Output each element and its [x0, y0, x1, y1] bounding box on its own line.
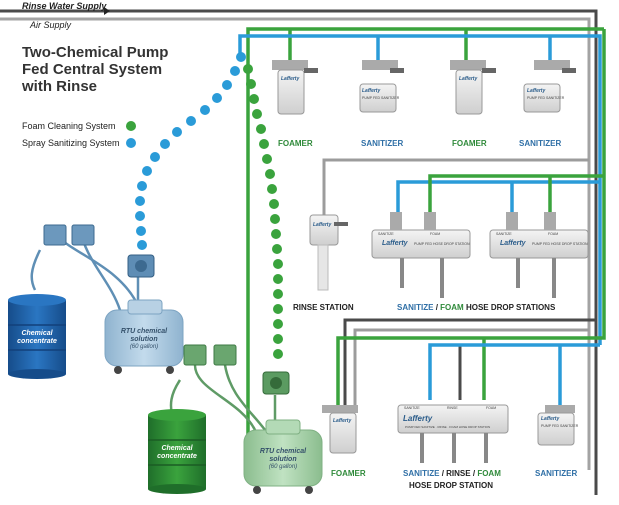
small-unit-text-2: PUMP FED SANITIZER: [527, 96, 565, 100]
small-unit-text-1: PUMP FED SANITIZER: [362, 96, 400, 100]
brand-foamer-3: Lafferty: [333, 418, 352, 424]
hose-drop-1-header-foam: FOAM: [430, 232, 441, 236]
sanitize-manifold-row2: [396, 180, 600, 215]
combo-header-sanitize: SANITIZE: [404, 406, 420, 410]
blue-tank-solution: RTU chemical solution: [120, 328, 168, 343]
foamer-label-2: FOAMER: [452, 139, 487, 148]
combo-station-label-line2: HOSE DROP STATION: [409, 481, 494, 490]
blue-pump: [127, 254, 155, 278]
hose-drop-1-header-sanitize: SANITIZE: [378, 232, 394, 236]
foamer-unit-1: [272, 60, 318, 115]
blue-tank: [104, 299, 184, 374]
combo-separator-2: /: [472, 469, 476, 478]
foamer-unit-2: [450, 60, 496, 115]
green-feed-lines: [169, 364, 277, 431]
legend-sanitize-swatch: [126, 138, 136, 148]
blue-tank-label: RTU chemical solution (60 gallon): [112, 328, 176, 351]
hose-drop-stations-label: SANITIZE / FOAM HOSE DROP STATIONS: [397, 303, 555, 312]
brand-sanitizer-2: Lafferty: [527, 88, 546, 94]
combo-station-text: PUMP FED SANITIZE · RINSE · FOAM HOSE DR…: [405, 425, 491, 429]
rinse-station-unit: [309, 214, 348, 291]
rinse-water-supply-label: Rinse Water Supply: [22, 1, 107, 11]
sanitizer-unit-1: [359, 60, 404, 113]
hose-drop-separator: /: [435, 303, 438, 312]
green-pump: [262, 371, 290, 395]
hose-drop-foam-word: FOAM: [440, 303, 464, 312]
green-drum: [148, 409, 206, 494]
legend-foam-label: Foam Cleaning System: [22, 121, 116, 131]
sanitizer-label-1: SANITIZER: [361, 139, 404, 148]
brand-sanitizer-1: Lafferty: [362, 88, 381, 94]
foamer-label-3: FOAMER: [331, 469, 366, 478]
hose-drop-2-header-sanitize: SANITIZE: [496, 232, 512, 236]
combo-header-foam: FOAM: [486, 406, 497, 410]
green-tank-capacity: (60 gallon): [268, 464, 298, 470]
green-tank-label: RTU chemical solution (60 gallon): [251, 448, 315, 471]
green-tank-solution: RTU chemical solution: [259, 448, 307, 463]
brand-rinse-station: Lafferty: [313, 222, 332, 228]
green-drum-label: Chemical concentrate: [157, 445, 197, 460]
green-tank: [243, 419, 323, 494]
hose-drop-2-text: PUMP FED HOSE DROP STATION: [532, 242, 588, 246]
sanitizer-unit-3: [537, 405, 575, 446]
foamer-unit-3: [322, 405, 358, 454]
blue-drum-label: Chemical concentrate: [17, 330, 57, 345]
combo-foam-word: FOAM: [477, 469, 501, 478]
combo-hose-drop-station: [397, 404, 509, 463]
rinse-water-line: [0, 9, 598, 495]
combo-header-rinse: RINSE: [447, 406, 458, 410]
hose-drop-1-text: PUMP FED HOSE DROP STATION: [414, 242, 470, 246]
brand-foamer-2: Lafferty: [459, 76, 478, 82]
combo-station-label-line1: SANITIZE / RINSE / FOAM: [403, 469, 501, 478]
air-header-pipes: [322, 158, 589, 408]
combo-sanitize-word: SANITIZE: [403, 469, 440, 478]
hose-drop-sanitize-word: SANITIZE: [397, 303, 434, 312]
hose-drop-stations-word: HOSE DROP STATIONS: [465, 303, 556, 312]
hose-drop-station-2: [489, 212, 589, 298]
blue-tank-capacity: (60 gallon): [129, 344, 159, 350]
diagram-title: Two-Chemical Pump Fed Central System wit…: [22, 44, 169, 95]
foam-manifold-row3: [336, 29, 606, 405]
sanitizer-label-3: SANITIZER: [535, 469, 578, 478]
blue-drum: [8, 294, 66, 379]
sanitize-manifold-row1: [238, 34, 602, 345]
air-supply-label: Air Supply: [30, 20, 72, 30]
sanitize-manifold-row3: [428, 343, 600, 405]
legend-foam-swatch: [126, 121, 136, 131]
hose-drop-station-1: [371, 212, 471, 298]
brand-foamer-1: Lafferty: [281, 76, 300, 82]
combo-separator-1: /: [441, 469, 444, 478]
blue-valves: [43, 224, 95, 246]
rinse-station-label: RINSE STATION: [293, 303, 354, 312]
hose-drop-2-header-foam: FOAM: [548, 232, 559, 236]
foam-manifold-row2: [428, 174, 604, 215]
sanitizer-label-2: SANITIZER: [519, 139, 562, 148]
arrow-right-icon: [104, 7, 110, 15]
combo-rinse-word: RINSE: [446, 469, 471, 478]
brand-hose-drop-1: Lafferty: [382, 240, 408, 247]
brand-hose-drop-2: Lafferty: [500, 240, 526, 247]
sanitizer-unit-2: [523, 60, 576, 113]
brand-combo-station: Lafferty: [403, 414, 433, 423]
brand-sanitizer-3: Lafferty: [541, 416, 560, 422]
foam-manifold-row1: [246, 27, 604, 480]
foamer-label-1: FOAMER: [278, 139, 313, 148]
legend-sanitize-label: Spray Sanitizing System: [22, 138, 120, 148]
green-valves: [183, 344, 237, 366]
small-unit-text-3: PUMP FED SANITIZER: [541, 424, 579, 428]
